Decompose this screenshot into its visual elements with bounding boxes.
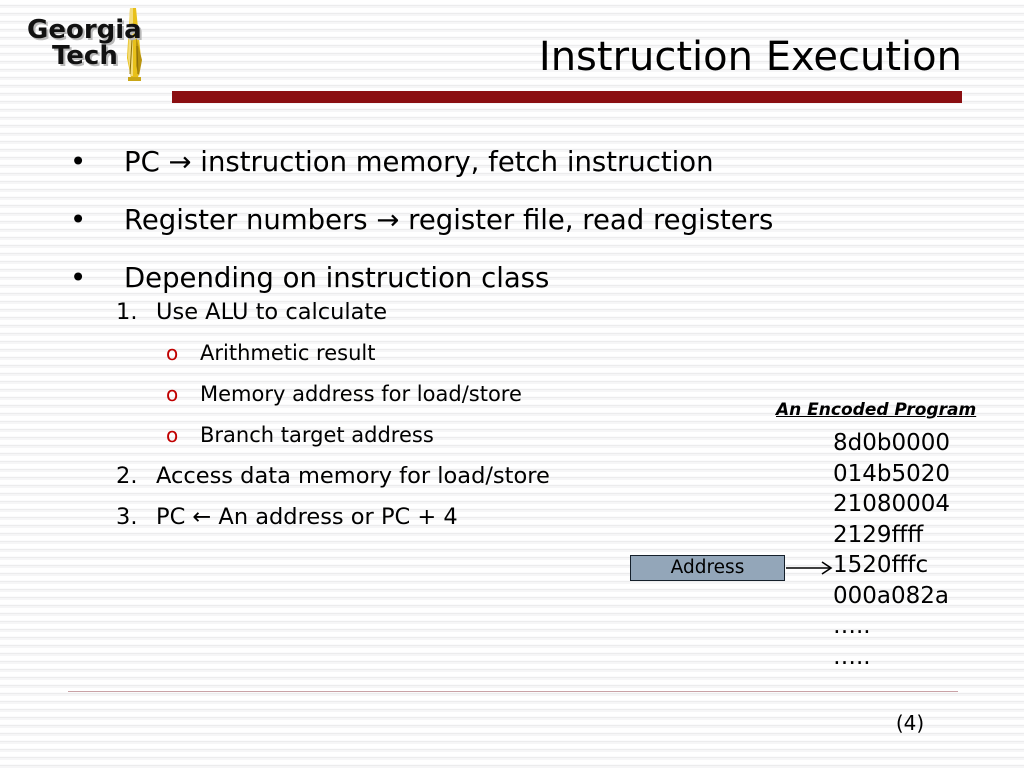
code-line: 2129ffff — [833, 521, 924, 548]
circle-bullet-icon: o — [166, 382, 179, 406]
code-line: ….. — [833, 643, 871, 670]
list-item-label: Use ALU to calculate — [156, 299, 388, 325]
bullet-icon: • — [70, 146, 87, 178]
code-line: 000a082a — [833, 582, 949, 609]
list-number: 3. — [116, 504, 138, 530]
list-item: o Memory address for load/store — [166, 374, 816, 415]
list-item: 3. PC ← An address or PC + 4 — [116, 497, 816, 538]
list-item-label: PC ← An address or PC + 4 — [156, 504, 458, 530]
list-item-label: PC → instruction memory, fetch instructi… — [124, 146, 714, 178]
encoded-program-heading: An Encoded Program — [776, 400, 977, 420]
encoded-program-list: 8d0b0000 014b5020 21080004 2129ffff 1520… — [833, 428, 1016, 672]
list-item-label: Arithmetic result — [200, 341, 376, 365]
code-line-highlighted: 1520fffc — [833, 552, 929, 578]
main-bullet-list: • PC → instruction memory, fetch instruc… — [62, 133, 782, 307]
list-item: 2. Access data memory for load/store — [116, 456, 816, 497]
svg-text:Georgia: Georgia — [29, 17, 144, 47]
tower-icon — [127, 8, 142, 81]
svg-text:Tech: Tech — [54, 43, 120, 73]
logo-wordmark: Georgia Georgia Tech Tech — [27, 15, 144, 73]
list-item: • Register numbers → register file, read… — [62, 191, 782, 249]
address-callout-box: Address — [630, 555, 785, 581]
list-item: • PC → instruction memory, fetch instruc… — [62, 133, 782, 191]
code-line: ….. — [833, 613, 871, 639]
bullet-icon: • — [70, 204, 87, 236]
circle-bullet-icon: o — [166, 423, 179, 447]
code-line: 8d0b0000 — [833, 430, 950, 456]
list-item: o Branch target address — [166, 415, 816, 456]
list-item: o Arithmetic result — [166, 333, 816, 374]
list-number: 1. — [116, 299, 138, 325]
list-item-label: Branch target address — [200, 423, 434, 447]
arrow-right-icon — [786, 557, 834, 579]
list-item-label: Access data memory for load/store — [156, 463, 550, 489]
svg-text:Tech: Tech — [52, 41, 118, 71]
georgia-tech-logo: Georgia Georgia Tech Tech — [14, 6, 160, 88]
list-item: • Depending on instruction class — [62, 249, 782, 307]
page-number: (4) — [895, 711, 925, 735]
footer-divider — [68, 691, 958, 692]
page-title: Instruction Execution — [538, 34, 962, 80]
circle-bullet-icon: o — [166, 341, 179, 365]
svg-text:Georgia: Georgia — [27, 15, 142, 45]
title-underline-bar — [172, 91, 962, 103]
bullet-icon: • — [70, 262, 87, 294]
list-item-label: Memory address for load/store — [200, 382, 522, 406]
list-item: 1. Use ALU to calculate — [116, 292, 816, 333]
list-item-label: Depending on instruction class — [124, 262, 550, 294]
encoded-program-panel: An Encoded Program 8d0b0000 014b5020 210… — [776, 398, 1016, 672]
nested-bullet-list: o Arithmetic result o Memory address for… — [166, 333, 816, 456]
code-line: 014b5020 — [833, 460, 951, 487]
list-item-label: Register numbers → register file, read r… — [124, 204, 774, 236]
list-number: 2. — [116, 463, 138, 489]
code-line: 21080004 — [833, 491, 951, 517]
numbered-sub-list: 1. Use ALU to calculate o Arithmetic res… — [116, 292, 816, 538]
